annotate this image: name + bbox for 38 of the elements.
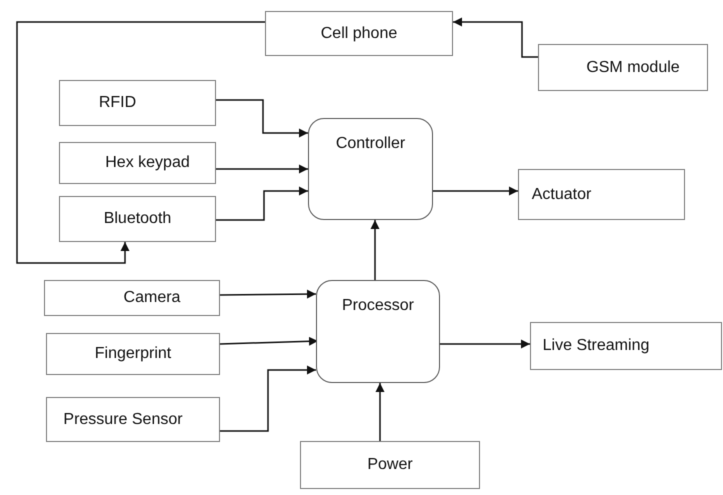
block-box bbox=[518, 169, 685, 220]
block-label: RFID bbox=[98, 94, 136, 112]
rounded-process-box bbox=[316, 280, 440, 383]
rounded-process-box bbox=[308, 118, 433, 220]
arrow bbox=[216, 186, 308, 221]
arrow bbox=[220, 366, 316, 432]
arrow bbox=[376, 383, 384, 441]
block-box bbox=[530, 322, 722, 370]
block-label: Hex keypad bbox=[105, 154, 190, 172]
arrow bbox=[220, 336, 318, 346]
block-box bbox=[59, 142, 216, 184]
block-label: Fingerprint bbox=[94, 345, 172, 363]
block-box bbox=[538, 44, 708, 91]
block-label: Actuator bbox=[532, 186, 592, 204]
block-box bbox=[300, 441, 480, 489]
block-box bbox=[46, 333, 220, 375]
block-label: Cell phone bbox=[320, 24, 398, 42]
block-box bbox=[44, 280, 220, 316]
block-label: Processor bbox=[342, 297, 414, 315]
arrow bbox=[433, 186, 518, 196]
arrow bbox=[16, 21, 265, 264]
block-label: Pressure Sensor bbox=[63, 410, 183, 428]
arrow bbox=[216, 99, 308, 138]
block-box bbox=[59, 80, 216, 126]
block-box bbox=[265, 11, 453, 56]
block-box bbox=[46, 397, 220, 442]
block-box bbox=[59, 196, 216, 242]
block-label: GSM module bbox=[586, 58, 680, 76]
arrow bbox=[216, 164, 308, 174]
arrow bbox=[453, 18, 538, 58]
block-label: Bluetooth bbox=[104, 210, 172, 228]
arrow bbox=[220, 290, 316, 299]
arrow bbox=[440, 340, 530, 348]
block-label: Controller bbox=[336, 135, 406, 153]
block-label: Live Streaming bbox=[542, 337, 650, 355]
block-label: Camera bbox=[124, 289, 180, 307]
block-label: Power bbox=[367, 456, 413, 474]
arrow bbox=[370, 220, 380, 280]
